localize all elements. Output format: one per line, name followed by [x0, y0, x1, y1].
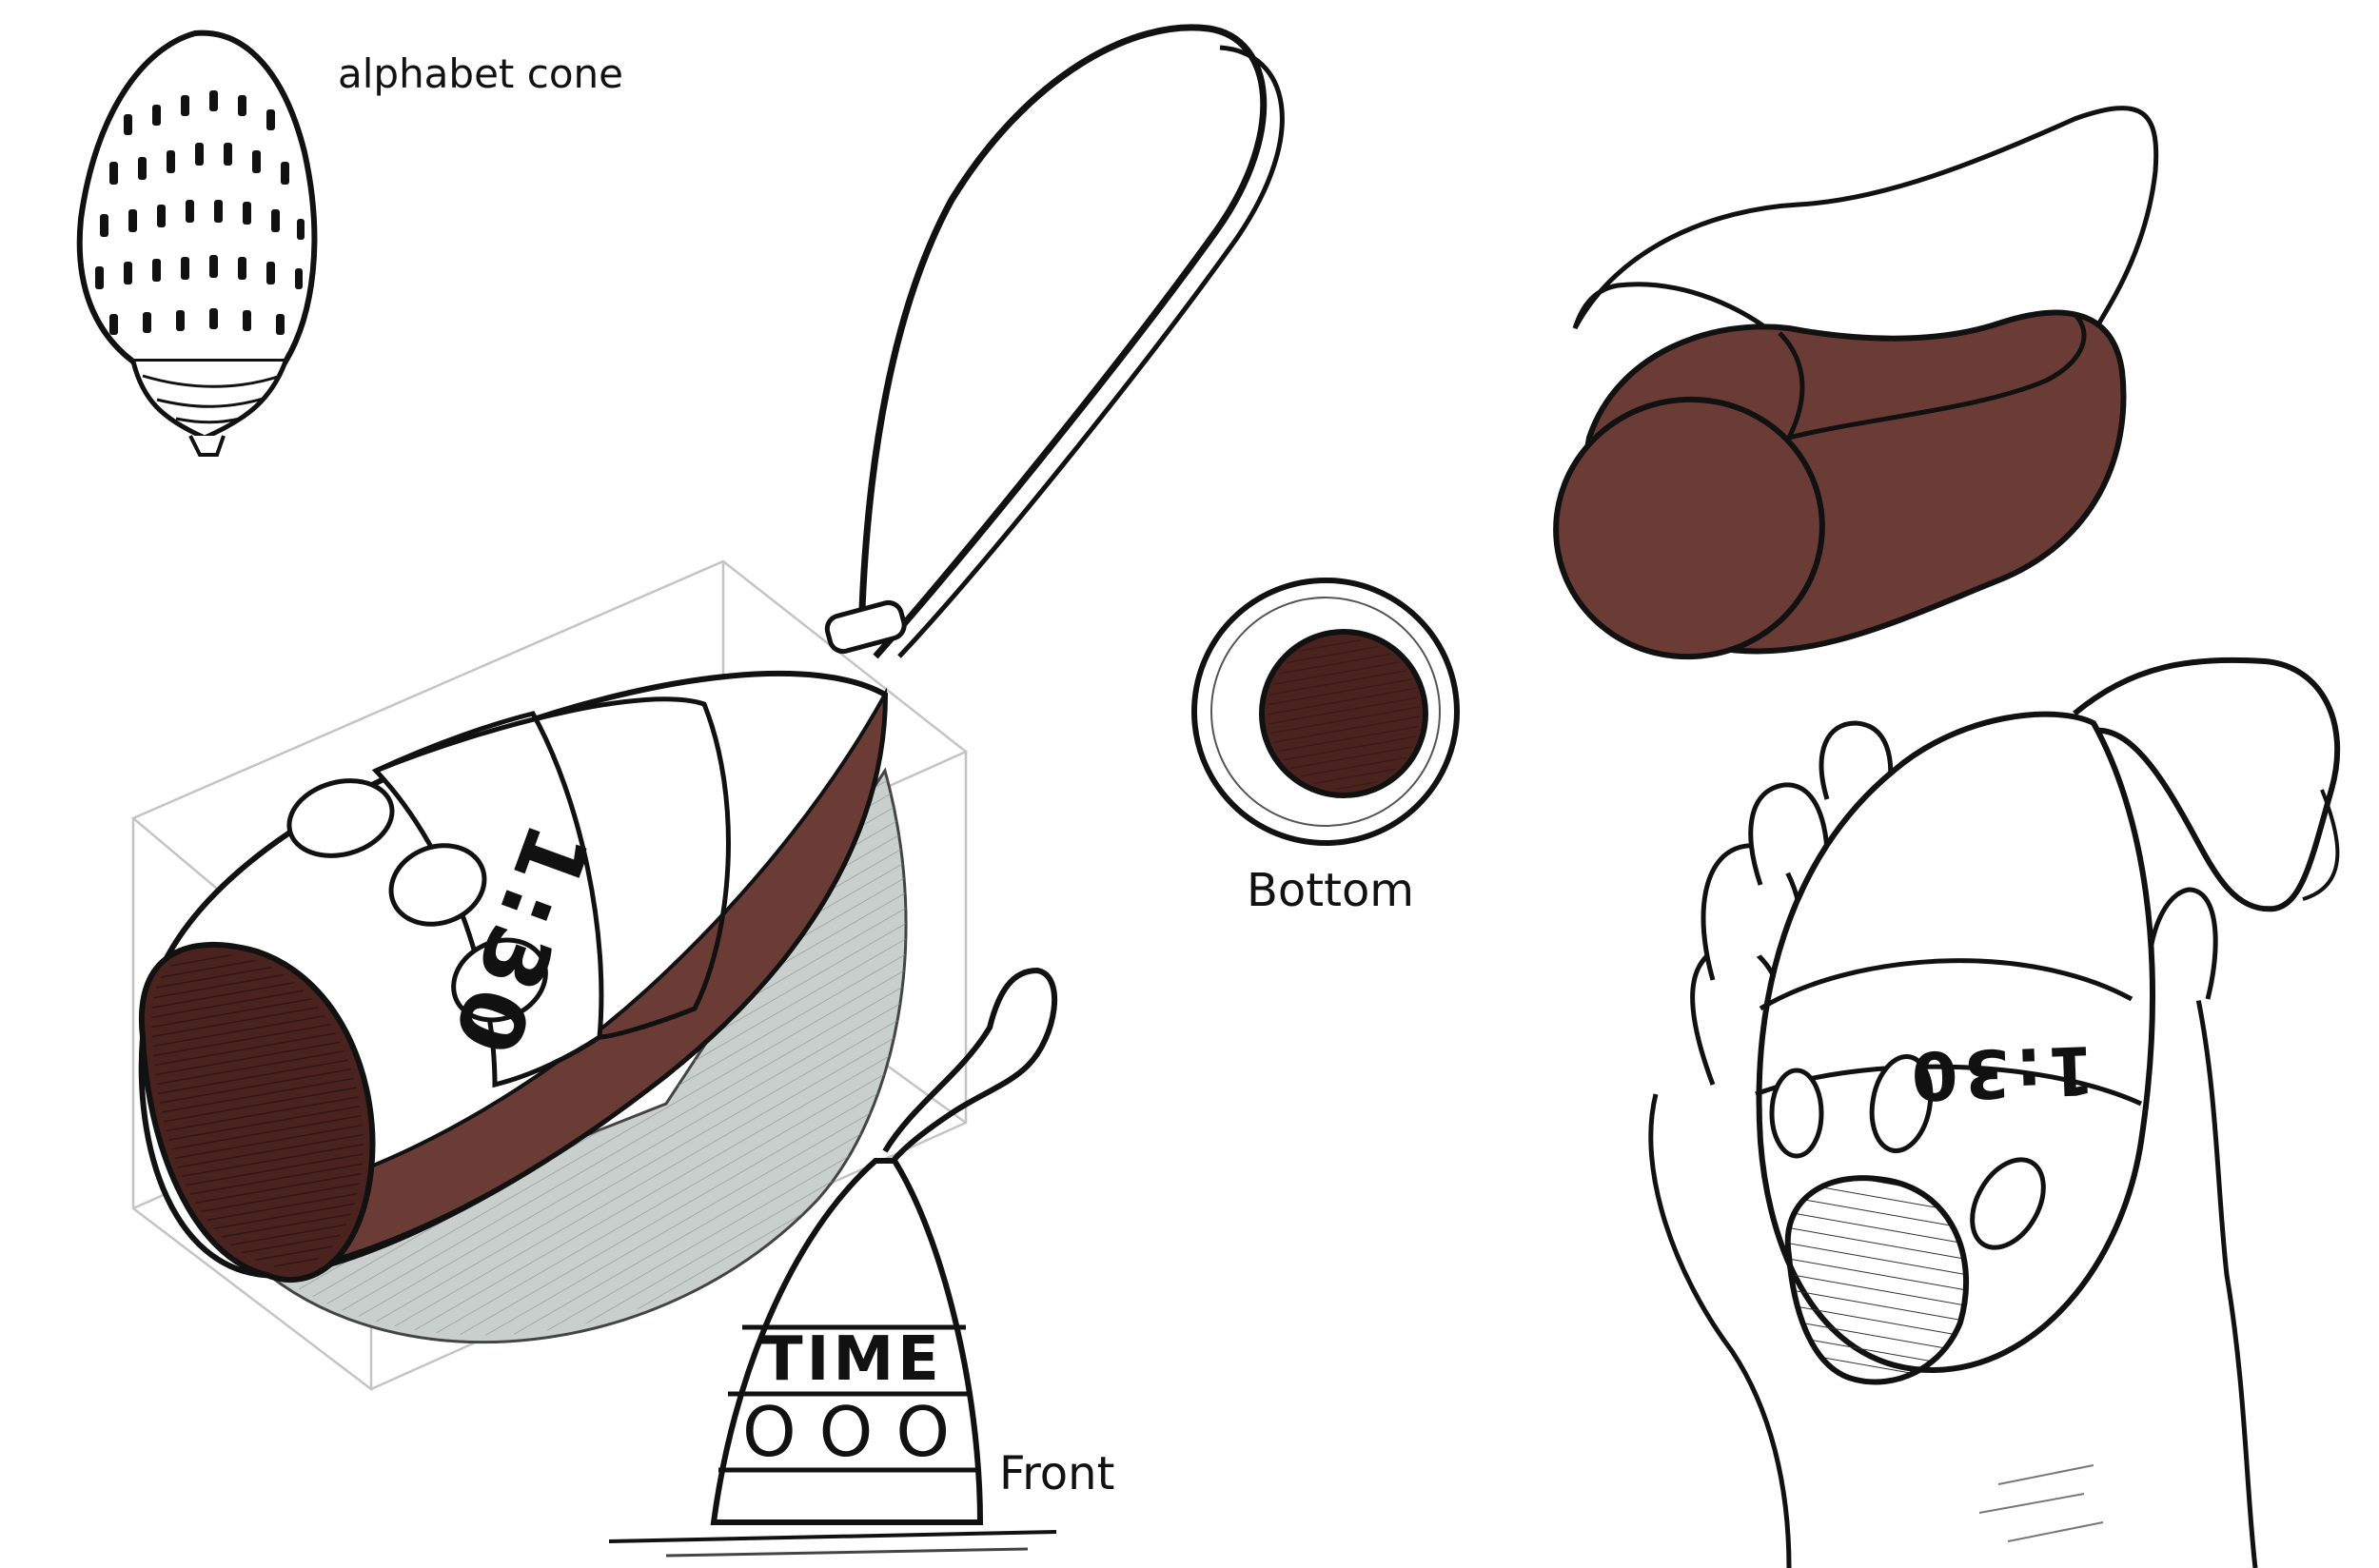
held-device-opening	[1784, 1175, 1970, 1385]
front-view-sketch	[608, 967, 1058, 1558]
device-button-2	[388, 843, 487, 927]
main-device-sketch	[130, 24, 1285, 1392]
front-label: Front	[999, 1447, 1114, 1500]
device-button-3	[451, 937, 548, 1023]
alphabet-cone-shell-sketch	[76, 29, 318, 457]
lining-outer-shell	[1572, 106, 2159, 374]
held-device-strap	[2073, 657, 2341, 912]
device-button-1	[286, 778, 395, 858]
held-device-button-1	[1769, 1068, 1824, 1159]
hand-holding-device-sketch	[1648, 657, 2341, 1568]
shell-pattern-marks	[95, 90, 305, 335]
held-device-button-3	[1970, 1157, 2046, 1250]
held-device-display-readout: 1:30	[1904, 1030, 2095, 1115]
front-view-buttons-text: OOO	[742, 1392, 973, 1472]
bottom-view-sketch	[1191, 578, 1460, 846]
device-lining-sketch	[1553, 106, 2159, 660]
lanyard-strap	[857, 24, 1268, 659]
front-view-strap	[882, 967, 1058, 1167]
lining-end-cap	[1553, 396, 1825, 660]
alphabet-cone-label: alphabet cone	[338, 50, 623, 97]
front-view-display-text: TIME	[761, 1324, 943, 1395]
hand-outline	[1648, 998, 2258, 1568]
bottom-label: Bottom	[1247, 864, 1414, 917]
lanyard-clip	[824, 599, 907, 655]
held-device-button-2	[1869, 1053, 1934, 1154]
